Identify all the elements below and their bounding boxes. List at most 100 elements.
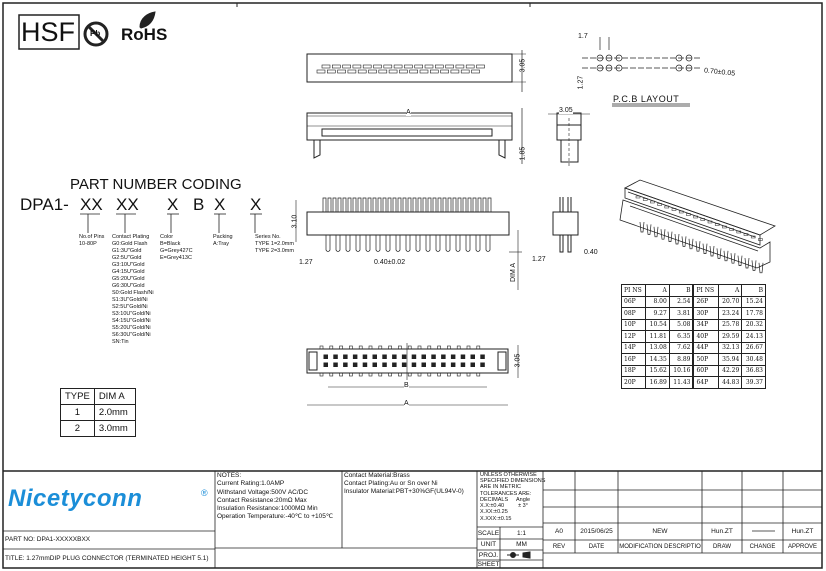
- table-cell: 14P: [620, 341, 647, 354]
- revision-header-description: MODIFICATION DESCRIPTIO: [619, 543, 701, 550]
- pin-pad: [349, 372, 353, 377]
- table-cell: 06P: [620, 295, 647, 308]
- code-option: G0:Gold Flash: [112, 241, 148, 247]
- pin-pad: [476, 372, 481, 377]
- pin-pad: [358, 372, 363, 377]
- contact-slot: [342, 64, 351, 69]
- revision-header-date: DATE: [588, 543, 605, 550]
- code-option: S4:15U"Gold/Ni: [112, 318, 151, 324]
- code-segment: B: [193, 195, 205, 214]
- contact-slot: [471, 69, 480, 74]
- pin-square: [333, 362, 338, 367]
- angle-line: Angle: [516, 497, 531, 503]
- table-cell: 29.59: [717, 330, 743, 343]
- code-segment: XX: [116, 195, 139, 214]
- table-cell: A: [645, 284, 670, 297]
- dip-pin: [445, 235, 451, 252]
- projection-label: PROJ.: [478, 551, 499, 559]
- table-cell: 10.54: [645, 318, 670, 331]
- drawing-title: TITLE: 1.27mmDIP PLUG CONNECTOR (TERMINA…: [5, 555, 209, 562]
- top-contact: [407, 197, 412, 212]
- contact-slot: [347, 69, 357, 74]
- iso-contact: [635, 195, 641, 199]
- iso-pin: [709, 245, 715, 257]
- contact-slot: [378, 69, 388, 74]
- table-cell: 15.62: [645, 364, 670, 377]
- pin-square: [441, 354, 446, 359]
- pin-pad: [427, 372, 432, 377]
- pin-pad: [427, 345, 432, 350]
- revision-approve: Hun.ZT: [791, 528, 814, 535]
- dip-pin: [355, 235, 361, 252]
- table-cell: 14.35: [645, 353, 670, 366]
- top-contact: [422, 197, 427, 212]
- code-option: Color: [160, 234, 174, 240]
- top-contact: [382, 197, 387, 212]
- iso-contact: [686, 213, 691, 216]
- code-option: TYPE 1=2.0mm: [255, 241, 294, 247]
- pin-square: [460, 354, 466, 359]
- decimal-line: X.XXX:±0.15: [480, 515, 512, 522]
- table-cell: 20.70: [717, 295, 743, 308]
- pin-pad: [447, 345, 451, 350]
- pin-pad: [319, 345, 324, 350]
- top-contact: [332, 197, 337, 212]
- code-option: S1:3U"Gold/Ni: [112, 297, 148, 303]
- table-cell: 8.00: [645, 295, 670, 308]
- registered-mark: ®: [201, 488, 208, 498]
- coding-leaders: [80, 213, 262, 233]
- iso-pin: [723, 250, 729, 262]
- code-option: E=Grey413C: [160, 255, 192, 261]
- revision-header-change: CHANGE: [749, 543, 776, 550]
- part-no: PART NO: DPA1-XXXXXBXX: [5, 536, 91, 543]
- contact-slot: [352, 64, 362, 69]
- table-cell: PI NS: [620, 284, 647, 297]
- pin-square: [372, 354, 377, 359]
- iso-contact: [642, 198, 648, 201]
- note-line: Operation Temperature:-40℃ to +105℃: [217, 513, 334, 521]
- contact-slot: [450, 69, 460, 74]
- table-cell: 20P: [620, 376, 647, 389]
- top-contact: [427, 197, 432, 212]
- table-cell: 10.16: [668, 364, 694, 377]
- end-view-pitch-dim: 1.27: [532, 256, 546, 263]
- pcb-hole: [605, 54, 613, 62]
- table-cell: 7.62: [668, 341, 694, 354]
- code-option: S2:5U"Gold/Ni: [112, 304, 148, 310]
- contact-slot: [440, 69, 449, 74]
- angle-line: ± 3°: [518, 503, 528, 510]
- pin-square: [392, 362, 397, 367]
- dip-pin: [325, 235, 331, 252]
- pin-pad: [456, 345, 461, 350]
- top-contact: [442, 197, 447, 212]
- table-cell: 64P: [692, 376, 719, 389]
- table-cell: 36.83: [741, 364, 766, 377]
- iso-contact: [707, 220, 713, 224]
- contact-slot: [393, 64, 403, 69]
- iso-pin: [751, 260, 757, 271]
- pin-square: [401, 362, 407, 367]
- pin-pad: [466, 345, 471, 350]
- top-contact: [447, 197, 452, 212]
- top-contact: [347, 197, 352, 212]
- table-cell: 6.35: [668, 330, 694, 343]
- code-option: Packing: [213, 234, 233, 240]
- iso-contact: [714, 223, 720, 226]
- pcb-pitch-x-dim: 1.7: [578, 33, 588, 40]
- code-option: No.of Pins: [79, 234, 105, 240]
- pcb-hole: [685, 64, 693, 72]
- table-cell: 50P: [692, 353, 719, 366]
- dip-pin: [385, 235, 391, 252]
- note-line: Contact Resistance:20mΩ Max: [217, 496, 307, 504]
- side-view: [548, 112, 590, 168]
- material-line: Insulator Material:PBT+30%GF(UL94V-0): [344, 488, 464, 495]
- code-segment: XX: [80, 195, 103, 214]
- contact-slot: [388, 69, 398, 74]
- iso-contact: [657, 203, 662, 206]
- dip-pin: [435, 235, 441, 252]
- iso-contact: [671, 208, 677, 211]
- table-cell: 12P: [620, 330, 647, 343]
